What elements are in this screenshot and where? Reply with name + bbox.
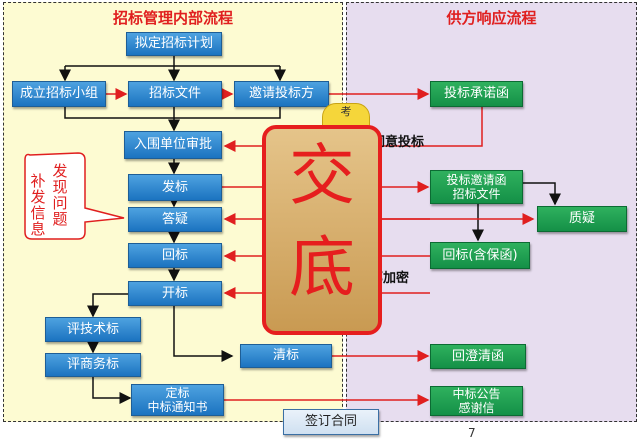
box-team[interactable]: 成立招标小组 xyxy=(12,81,106,107)
overlay-tab-text: 考 xyxy=(340,105,352,118)
internal-process-title: 招标管理内部流程 xyxy=(112,9,233,27)
callout-col-resupply: 补发信息 xyxy=(30,172,46,238)
box-clarify[interactable]: 清标 xyxy=(240,344,332,368)
box-plan[interactable]: 拟定招标计划 xyxy=(126,32,222,56)
box-invite-letter-line1: 投标邀请函 xyxy=(446,173,507,187)
seal-char-2: 底 xyxy=(289,229,355,306)
box-review[interactable]: 入围单位审批 xyxy=(124,131,222,159)
box-return[interactable]: 回标 xyxy=(128,243,222,268)
box-award-line2: 中标通知书 xyxy=(147,400,208,414)
overlay-seal: 交 底 xyxy=(262,125,382,335)
box-open[interactable]: 开标 xyxy=(128,281,222,306)
box-question[interactable]: 质疑 xyxy=(537,206,627,232)
box-issue[interactable]: 发标 xyxy=(128,174,222,201)
box-return-bid[interactable]: 回标(含保函) xyxy=(430,242,530,269)
box-notice[interactable]: 中标公告 感谢信 xyxy=(430,386,523,416)
supplier-response-title: 供方响应流程 xyxy=(446,9,537,27)
box-reply-clarify[interactable]: 回澄清函 xyxy=(430,344,526,369)
box-award[interactable]: 定标 中标通知书 xyxy=(131,384,224,416)
box-notice-line1: 中标公告 xyxy=(452,387,501,401)
box-tech[interactable]: 评技术标 xyxy=(45,317,141,342)
box-award-line1: 定标 xyxy=(165,386,190,400)
box-invite-letter[interactable]: 投标邀请函 招标文件 xyxy=(430,170,523,204)
page-number: 7 xyxy=(468,426,476,440)
box-invite[interactable]: 邀请投标方 xyxy=(234,81,329,107)
box-commit[interactable]: 投标承诺函 xyxy=(430,81,523,107)
box-notice-line2: 感谢信 xyxy=(458,401,495,415)
seal-char-1: 交 xyxy=(289,137,355,214)
callout-bubble xyxy=(24,152,125,240)
box-invite-letter-line2: 招标文件 xyxy=(452,187,501,201)
box-contract[interactable]: 签订合同 xyxy=(283,409,379,435)
box-answer[interactable]: 答疑 xyxy=(128,207,222,232)
box-tender-docs[interactable]: 招标文件 xyxy=(128,81,222,107)
box-biz[interactable]: 评商务标 xyxy=(45,353,141,377)
agree-label-partial: 同意投标 xyxy=(372,135,425,150)
callout-col-found-issue: 发现问题 xyxy=(52,162,68,228)
